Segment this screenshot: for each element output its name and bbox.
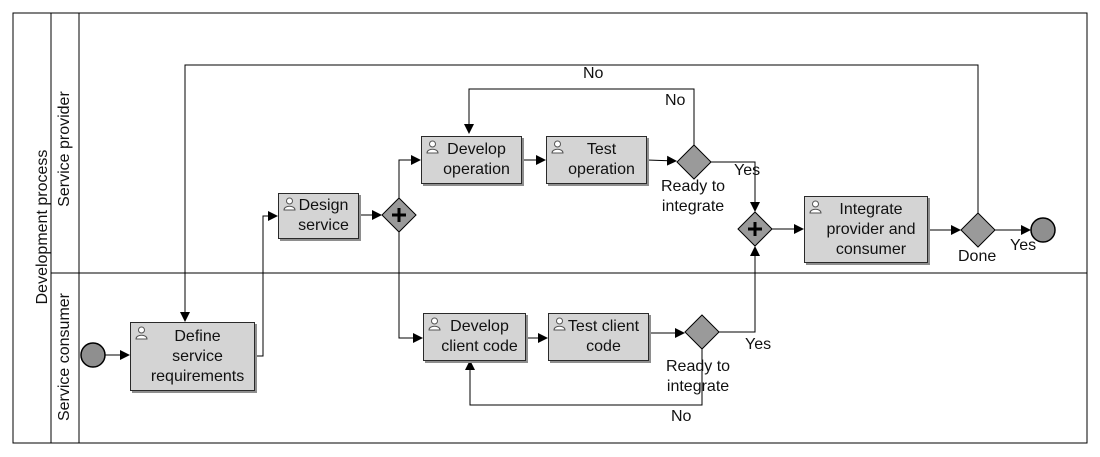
flow-label-no-provider: No xyxy=(665,92,686,109)
flow-ready-consumer-no xyxy=(465,349,703,406)
gateway-label-ready-consumer: Ready to integrate xyxy=(666,358,731,395)
task-define-service-requirements[interactable]: Define service requirements xyxy=(130,322,255,391)
flow-split-develop-client xyxy=(398,232,423,343)
user-icon xyxy=(426,140,439,154)
task-integrate-provider-consumer[interactable]: Integrate provider and consumer xyxy=(804,196,928,263)
lane-title-provider: Service provider xyxy=(56,91,73,207)
user-icon xyxy=(428,317,441,331)
task-develop-operation[interactable]: Develop operation xyxy=(421,136,522,184)
task-label: Develop operation xyxy=(443,141,510,178)
task-design-service[interactable]: Design service xyxy=(278,193,359,239)
flow-label-no-top: No xyxy=(583,65,604,82)
flow-split-develop-op xyxy=(398,155,421,198)
user-icon xyxy=(551,140,564,154)
task-label: Test operation xyxy=(568,141,635,178)
task-label: Design service xyxy=(298,197,349,234)
flow-done-no xyxy=(180,64,979,322)
flow-ready-provider-yes xyxy=(711,161,760,212)
end-event[interactable] xyxy=(1030,217,1056,243)
task-test-client-code[interactable]: Test client code xyxy=(548,313,649,361)
user-icon xyxy=(283,197,296,211)
task-label: Develop client code xyxy=(441,318,518,355)
task-test-operation[interactable]: Test operation xyxy=(546,136,647,184)
flow-ready-consumer-yes xyxy=(719,246,760,333)
user-icon xyxy=(809,200,822,214)
task-label: Define service requirements xyxy=(150,327,245,385)
task-develop-client-code[interactable]: Develop client code xyxy=(423,313,526,361)
flow-test-op-gateway xyxy=(646,155,677,166)
user-icon xyxy=(135,326,148,340)
task-label: Test client code xyxy=(567,318,640,355)
ready-provider-gateway[interactable] xyxy=(676,144,712,180)
flow-label-no-consumer: No xyxy=(671,408,692,425)
gateway-label-ready-provider: Ready to integrate xyxy=(661,178,726,215)
pool-title: Development process xyxy=(34,149,51,305)
task-label: Integrate provider and consumer xyxy=(826,200,916,258)
lane-title-consumer: Service consumer xyxy=(56,292,73,422)
done-gateway[interactable] xyxy=(960,212,996,248)
gateway-label-done: Done xyxy=(958,248,997,265)
flow-label-yes-provider: Yes xyxy=(734,162,761,179)
flow-ready-provider-no xyxy=(464,88,695,145)
start-event[interactable] xyxy=(80,342,106,368)
flow-label-yes-done: Yes xyxy=(1010,237,1037,254)
flow-define-design xyxy=(255,211,278,357)
user-icon xyxy=(553,317,566,331)
flow-label-yes-consumer: Yes xyxy=(745,336,772,353)
